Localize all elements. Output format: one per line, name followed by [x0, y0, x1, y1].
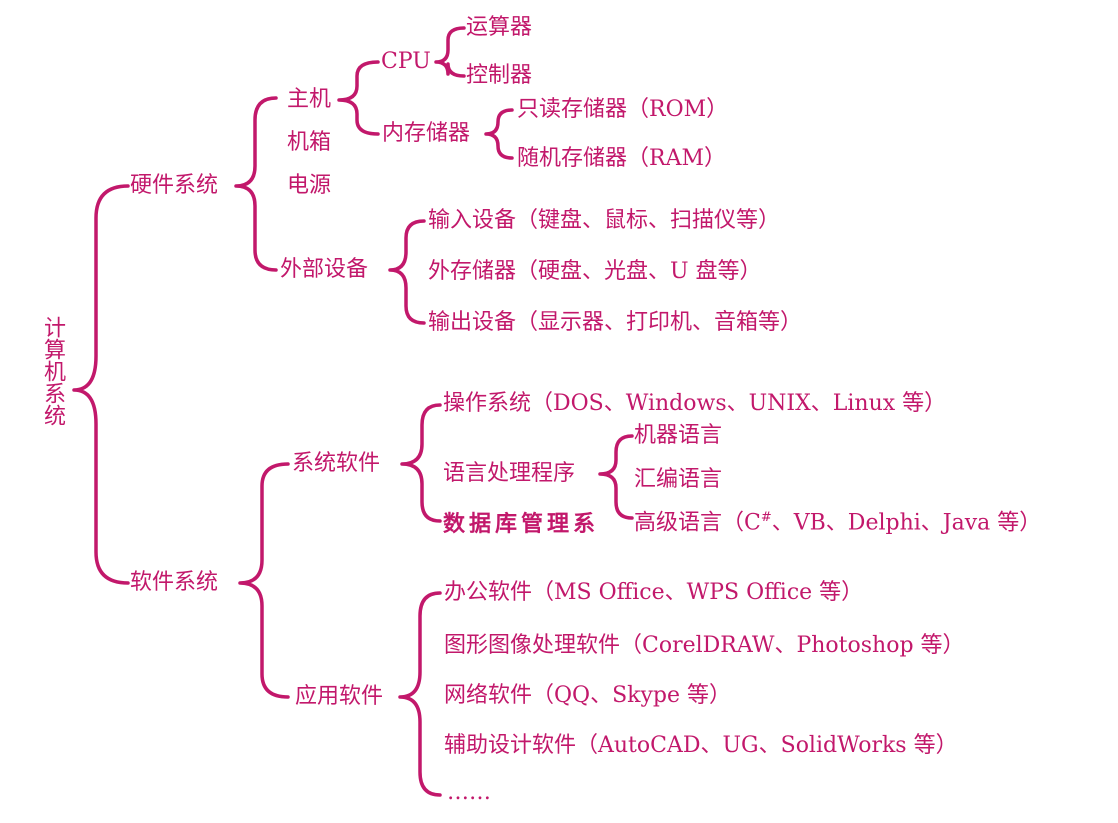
system-software-label: 系统软件	[292, 451, 381, 476]
brace-cpu	[434, 26, 466, 78]
application-item-ellipsis: ……	[447, 780, 491, 805]
application-item: 网络软件（QQ、Skype 等）	[444, 683, 731, 708]
sharp-superscript: #	[760, 510, 772, 525]
high-level-language-suffix: 、VB、Delphi、Java 等）	[771, 510, 1042, 536]
brace-software	[238, 462, 290, 699]
cpu-item: 运算器	[466, 15, 533, 40]
language-label: 语言处理程序	[443, 461, 576, 486]
memory-item: 随机存储器（RAM）	[517, 146, 726, 171]
host-label: 主机	[287, 87, 332, 112]
language-item: 机器语言	[634, 423, 723, 448]
case-label: 机箱	[287, 130, 332, 155]
application-item: 办公软件（MS Office、WPS Office 等）	[444, 580, 864, 605]
brace-system	[400, 403, 442, 523]
power-label: 电源	[287, 173, 332, 198]
peripheral-item: 输出设备（显示器、打印机、音箱等）	[428, 310, 803, 335]
memory-item: 只读存储器（ROM）	[517, 97, 729, 122]
software-label: 软件系统	[130, 570, 219, 595]
database-item: 数据库管理系	[443, 511, 600, 537]
high-level-language-text: 高级语言（C	[634, 510, 761, 536]
brace-root	[72, 184, 130, 585]
hardware-label: 硬件系统	[130, 173, 219, 198]
language-item-high-level: 高级语言（C#、VB、Delphi、Java 等）	[634, 505, 1041, 536]
os-item: 操作系统（DOS、Windows、UNIX、Linux 等）	[443, 391, 947, 416]
cpu-label: CPU	[381, 49, 431, 74]
cpu-item: 控制器	[466, 63, 533, 88]
memory-label: 内存储器	[382, 121, 471, 146]
brace-peripherals	[388, 219, 426, 325]
peripherals-label: 外部设备	[280, 257, 369, 282]
application-item: 图形图像处理软件（CorelDRAW、Photoshop 等）	[444, 633, 965, 658]
brace-application	[398, 591, 442, 797]
language-item: 汇编语言	[634, 467, 723, 492]
application-item: 辅助设计软件（AutoCAD、UG、SolidWorks 等）	[444, 733, 958, 758]
root-label: 计算机系统	[40, 316, 65, 426]
brace-hardware	[234, 96, 278, 272]
peripheral-item: 外存储器（硬盘、光盘、U 盘等）	[428, 259, 762, 284]
peripheral-item: 输入设备（键盘、鼠标、扫描仪等）	[428, 208, 781, 233]
brace-host	[337, 60, 380, 136]
brace-language	[598, 434, 634, 520]
application-software-label: 应用软件	[295, 684, 384, 709]
brace-memory	[484, 108, 514, 160]
